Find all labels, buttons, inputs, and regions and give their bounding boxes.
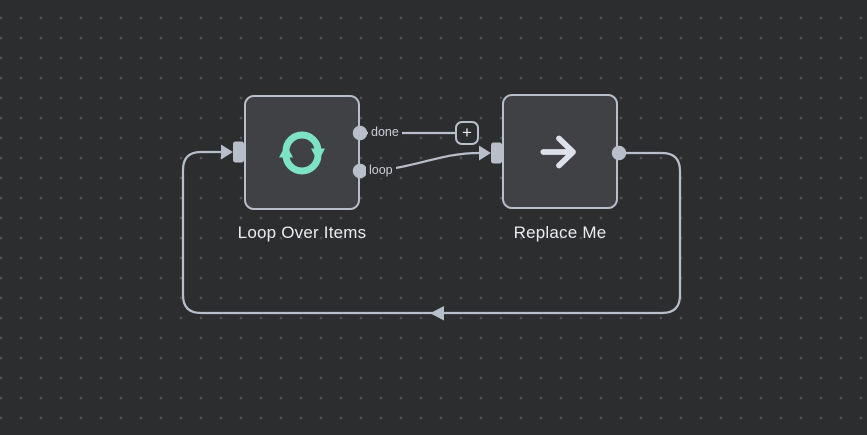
connection-midpoint-arrowhead [430, 306, 444, 321]
connection-arrowhead-loop-input [221, 144, 233, 160]
plus-icon: + [462, 123, 472, 142]
input-port-replace-me[interactable] [491, 142, 502, 164]
add-node-button[interactable]: + [455, 121, 479, 145]
input-port-loop-over-items[interactable] [233, 141, 244, 163]
connection-replace-me-to-loop-input[interactable] [181, 150, 682, 315]
output-port-replace-me[interactable] [611, 145, 627, 161]
loop-sync-icon [279, 131, 325, 174]
output-port-loop[interactable] [352, 163, 368, 179]
node-loop-over-items[interactable] [244, 95, 360, 210]
output-label-done: done [368, 125, 402, 141]
node-title-replace-me: Replace Me [513, 223, 607, 242]
arrow-right-icon [540, 135, 576, 168]
output-label-loop: loop [366, 163, 396, 179]
output-port-done[interactable] [352, 125, 368, 141]
node-title-loop-over-items: Loop Over Items [237, 223, 367, 242]
connection-arrowhead-replace-me-input [479, 145, 491, 161]
